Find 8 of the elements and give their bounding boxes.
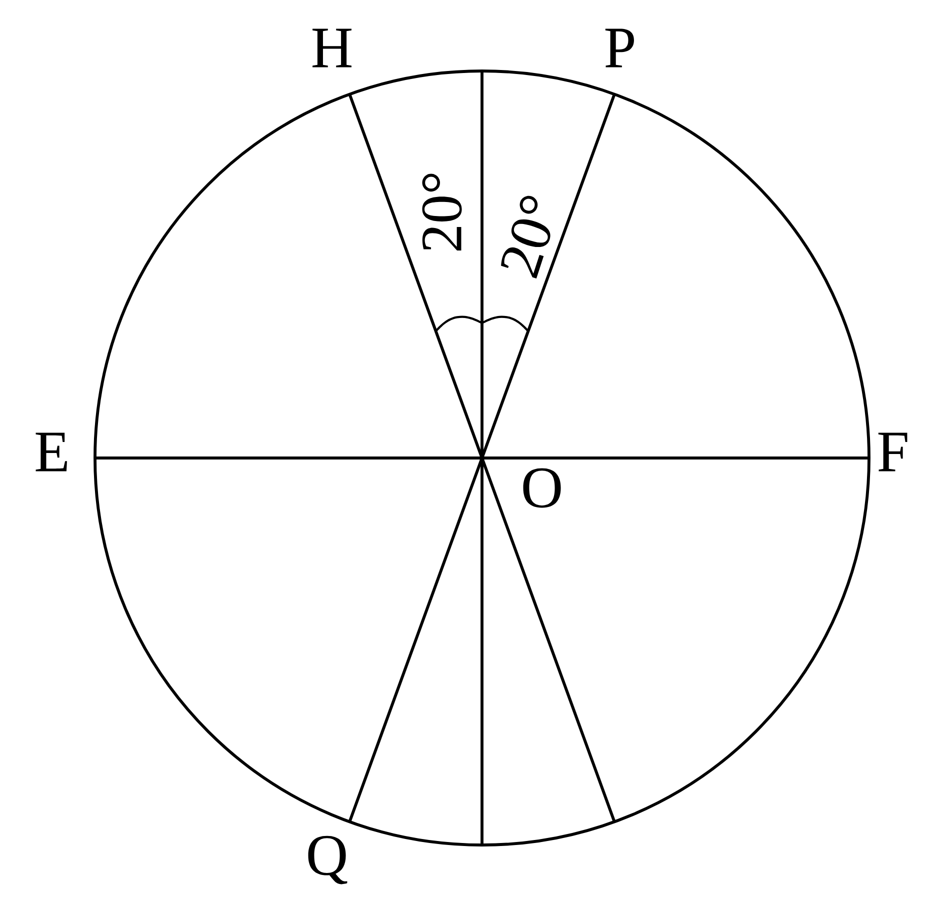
- angle-label: 20°: [422, 174, 462, 250]
- point-label: O: [523, 468, 561, 508]
- point-label: Q: [308, 836, 348, 884]
- angle-label: 20°: [501, 196, 550, 279]
- point-label: P: [605, 28, 634, 68]
- point-label: E: [36, 432, 67, 472]
- point-label: F: [878, 432, 908, 472]
- point-label: H: [312, 28, 352, 68]
